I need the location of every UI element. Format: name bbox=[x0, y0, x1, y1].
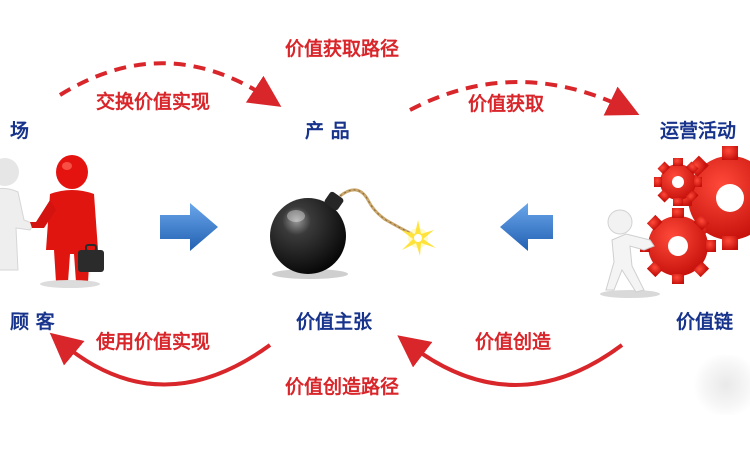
use-value-label: 使用价值实现 bbox=[96, 331, 211, 353]
blue-arrow-left bbox=[500, 203, 553, 251]
value-creation-path-label: 价值创造路径 bbox=[285, 376, 400, 398]
blue-arrow-right bbox=[160, 203, 218, 251]
value-capture-path-label: 价值获取路径 bbox=[285, 38, 400, 60]
value-chain-label: 价值链 bbox=[676, 311, 734, 333]
bomb-icon bbox=[270, 188, 436, 279]
value-capture-arrow bbox=[409, 80, 640, 116]
exchange-value-label: 交换价值实现 bbox=[96, 91, 211, 113]
value-creation-label: 价值创造 bbox=[475, 331, 552, 353]
handshake-people-icon bbox=[0, 155, 104, 288]
gears-pushing-figure-icon bbox=[600, 146, 750, 298]
market-label: 场 bbox=[10, 120, 30, 142]
customer-label: 顾 客 bbox=[10, 311, 55, 333]
watermark-blur bbox=[690, 355, 750, 415]
product-label: 产 品 bbox=[305, 120, 350, 142]
use-value-arrow bbox=[49, 332, 272, 387]
exchange-value-arrow bbox=[58, 61, 282, 107]
operations-label: 运营活动 bbox=[660, 120, 737, 142]
value-proposition-label: 价值主张 bbox=[296, 311, 373, 333]
value-creation-arrow bbox=[397, 335, 624, 387]
value-capture-label: 价值获取 bbox=[468, 93, 545, 115]
